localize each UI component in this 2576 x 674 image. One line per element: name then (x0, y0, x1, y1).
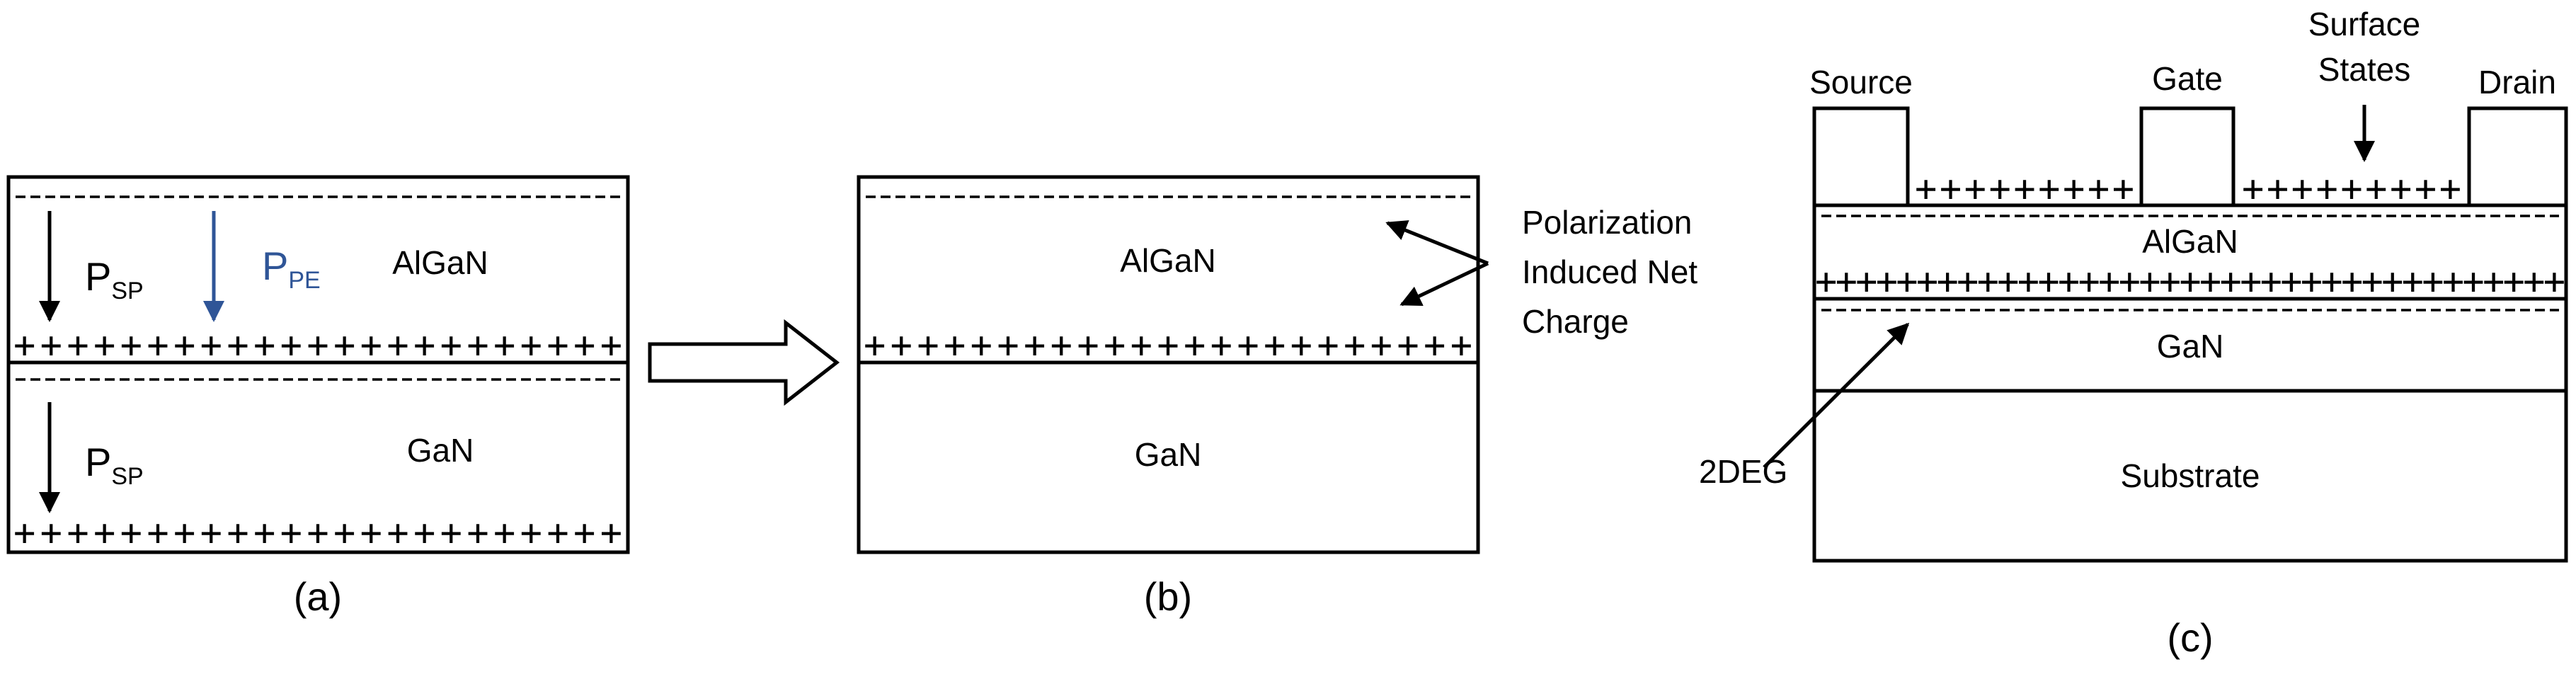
gate-contact (2139, 106, 2236, 207)
panel-b-gan-layer (857, 360, 1480, 554)
panel-a-gan-label: GaN (407, 432, 474, 469)
surface-positive-charge-left: +++++++++ (1915, 168, 2134, 210)
panel-c-gan-label: GaN (2157, 328, 2224, 365)
source-contact (1812, 106, 1910, 207)
panel-c-algan-label: AlGaN (2142, 223, 2238, 260)
transition-arrow (648, 319, 840, 406)
drain-label: Drain (2478, 64, 2556, 101)
panel-c-interface-positive-charge: +++++++++++++++++++++++++++++++++++++ (1815, 261, 2565, 303)
panel-b-annotation-arrow-lower (1399, 261, 1489, 307)
panel-a-algan-label: AlGaN (392, 244, 488, 281)
panel-a-interface-positive-charge: +++++++++++++++++++++++ (13, 324, 622, 367)
surface-positive-charge-right: +++++++++ (2242, 168, 2461, 210)
panel-c-caption: (c) (2167, 615, 2213, 660)
substrate-label: Substrate (2121, 457, 2260, 494)
panel-a: +++++++++++++++++++++++ ++++++++++++++++… (6, 175, 630, 619)
panel-b-algan-label: AlGaN (1120, 242, 1215, 279)
panel-a-bottom-positive-charge: +++++++++++++++++++++++ (13, 512, 622, 554)
panel-a-gan-layer (6, 360, 630, 554)
panel-a-caption: (a) (294, 574, 342, 619)
surface-states-label-line-1: Surface (2308, 6, 2421, 42)
panel-b-annotation-line-2: Induced Net (1522, 253, 1698, 290)
panel-b: +++++++++++++++++++++++ AlGaN GaN Polari… (857, 175, 1698, 619)
gate-label: Gate (2152, 60, 2223, 97)
panel-a-psp-bottom-label: PSP (85, 440, 144, 490)
source-label: Source (1809, 64, 1913, 101)
drain-contact (2467, 106, 2568, 207)
twodeg-arrow (1763, 322, 1910, 469)
panel-b-annotation-line-1: Polarization (1522, 204, 1692, 241)
panel-b-annotation-arrow-upper (1385, 220, 1489, 265)
panel-a-psp-top-label: PSP (85, 254, 144, 304)
panel-a-ppe-label: PPE (262, 244, 321, 294)
panel-c: Source Gate Drain Surface States +++++++… (1699, 6, 2568, 660)
surface-states-label-line-2: States (2318, 51, 2410, 88)
panel-b-caption: (b) (1144, 574, 1192, 619)
panel-b-gan-label: GaN (1135, 436, 1202, 473)
panel-b-annotation-line-3: Charge (1522, 303, 1629, 340)
substrate-layer (1812, 389, 2568, 563)
panel-b-interface-positive-charge: +++++++++++++++++++++++ (864, 324, 1472, 367)
